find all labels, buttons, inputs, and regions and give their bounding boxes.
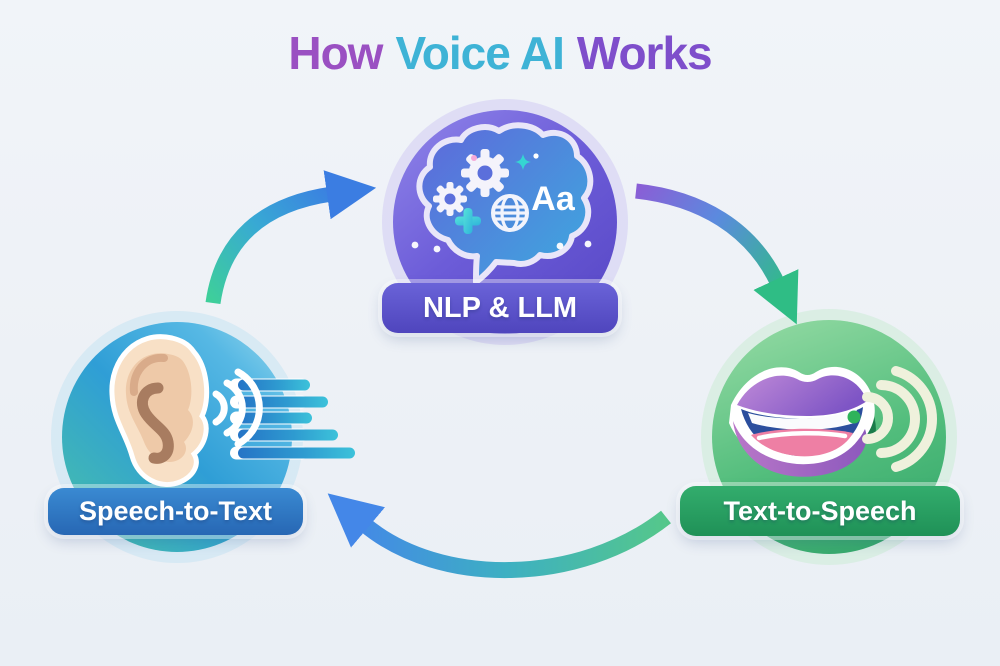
lips-shape <box>729 366 875 477</box>
sound-waves <box>212 368 263 448</box>
deco-dot <box>533 153 539 159</box>
pink-glint <box>471 155 477 161</box>
deco-dots-row <box>411 240 592 253</box>
voice-dot <box>847 410 861 424</box>
gear-small-icon <box>433 182 467 216</box>
title-word-how: How <box>288 27 383 79</box>
ear-shape <box>109 334 210 487</box>
speech-to-text-label: Speech-to-Text <box>78 496 273 526</box>
teeth-shape <box>748 409 857 430</box>
gear-large-icon <box>461 149 509 197</box>
arrow-nlp-to-tts <box>635 183 799 325</box>
speech-waves <box>862 366 937 472</box>
arrow-tts-to-stt <box>327 493 671 579</box>
text-to-speech-label-pill: Text-to-Speech <box>680 486 960 536</box>
star-sparkle-icon <box>515 154 531 170</box>
speech-to-text-label-pill: Speech-to-Text <box>48 488 303 535</box>
aa-text-sample: Aa <box>531 180 576 218</box>
nlp-llm-label-pill: NLP & LLM <box>382 283 618 333</box>
brain-gears-icon: Aa <box>411 122 594 285</box>
title-word-voice-ai: Voice AI <box>395 27 564 79</box>
globe-icon <box>491 194 529 232</box>
page-title: How Voice AI Works <box>0 24 1000 82</box>
title-word-works: Works <box>576 27 713 79</box>
nlp-llm-label: NLP & LLM <box>422 291 578 324</box>
speaking-mouth-icon <box>729 366 937 477</box>
plus-sparkle-icon <box>455 208 481 234</box>
text-to-speech-label: Text-to-Speech <box>723 495 917 526</box>
ear-listening-icon <box>109 334 355 487</box>
arrow-stt-to-nlp <box>205 170 377 305</box>
